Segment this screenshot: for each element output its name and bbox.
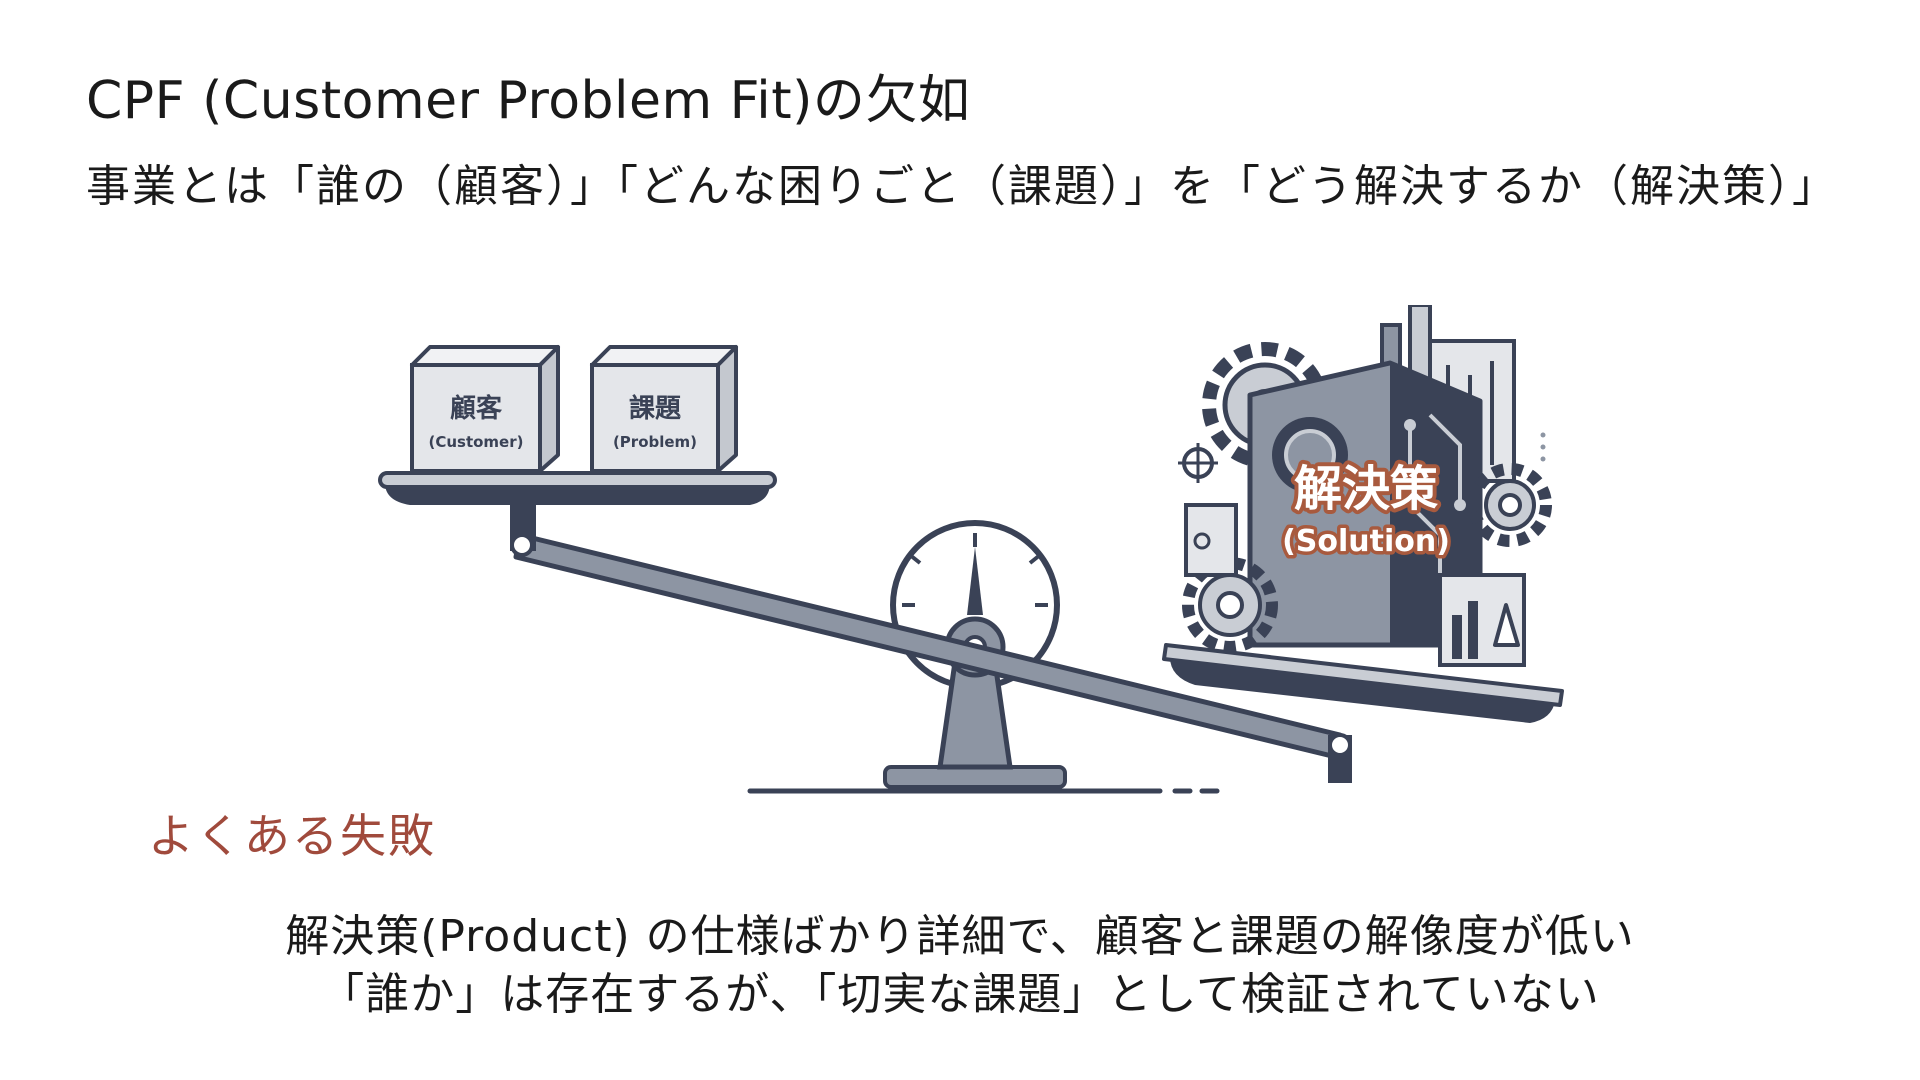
solution-label: 解決策 — [1294, 461, 1438, 517]
failure-point-1: 解決策(Product) の仕様ばかり詳細で、顧客と課題の解像度が低い — [285, 911, 1635, 962]
problem-box-sublabel: (Problem) — [613, 433, 697, 451]
gear-icon — [1182, 557, 1278, 653]
slide-title: CPF (Customer Problem Fit)の欠如 — [86, 71, 971, 131]
failure-point-2: 「誰か」は存在するが、「切実な課題」として検証されていない — [320, 969, 1600, 1020]
solution-machinery: 解決策 (Solution) — [1178, 305, 1552, 667]
customer-box-label: 顧客 — [450, 393, 503, 424]
customer-box: 顧客 (Customer) — [410, 345, 560, 473]
balance-scale-illustration: 顧客 (Customer) 課題 (Problem) — [378, 305, 1564, 794]
problem-box-label: 課題 — [629, 393, 682, 424]
common-failures-heading: よくある失敗 — [148, 809, 436, 863]
customer-box-sublabel: (Customer) — [428, 433, 523, 451]
right-scale-pan — [1162, 643, 1564, 783]
slide-subtitle: 事業とは「誰の（顧客）」「どんな困りごと（課題）」を「どう解決するか（解決策）」 — [86, 161, 1838, 212]
target-icon — [1178, 443, 1218, 483]
solution-sublabel: (Solution) — [1282, 524, 1450, 559]
gear-icon — [1468, 463, 1552, 547]
left-scale-pan — [378, 471, 777, 557]
problem-box: 課題 (Problem) — [590, 345, 738, 473]
